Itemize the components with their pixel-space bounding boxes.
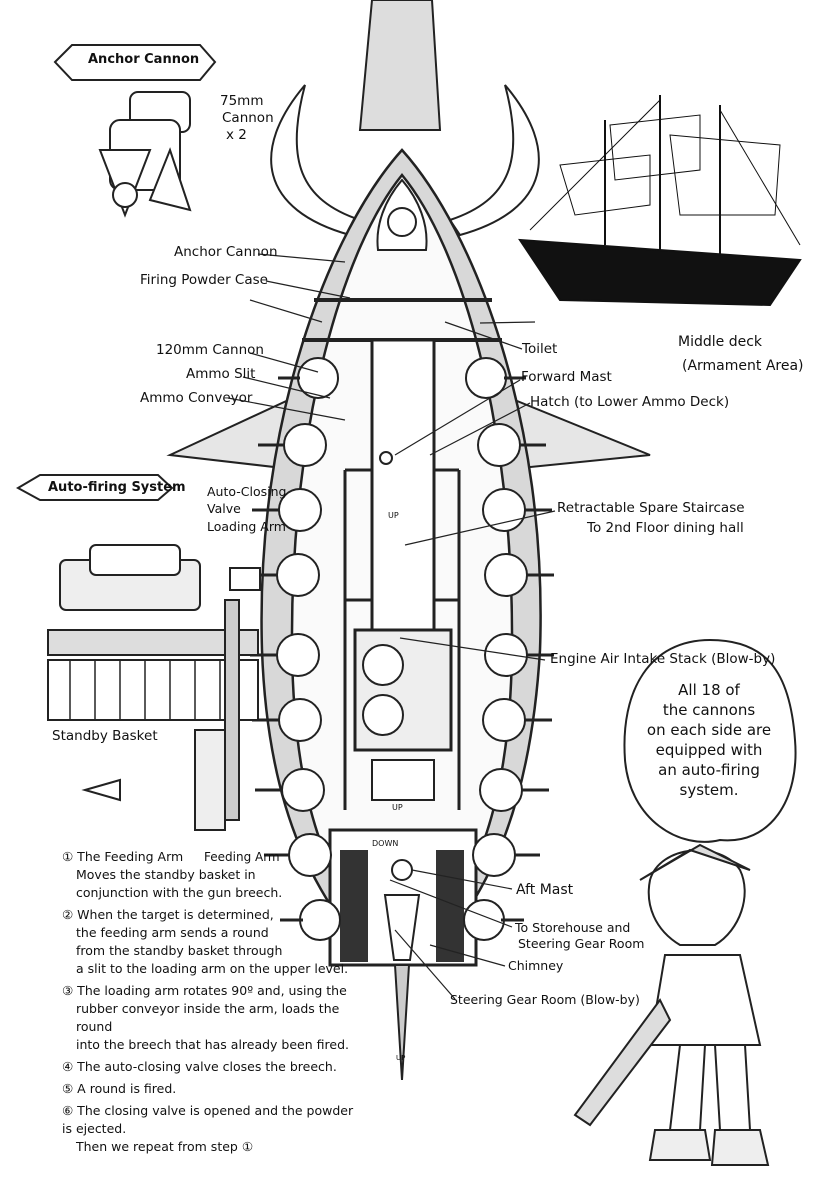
- step-5-line-1: ⑤ A round is fired.: [62, 1081, 177, 1096]
- anchor-cannon-title: Anchor Cannon: [88, 52, 200, 67]
- anchor-note-2: Cannon: [222, 110, 274, 126]
- standby-basket-label: Standby Basket: [52, 728, 158, 744]
- step-3-line-2: rubber conveyor inside the arm, loads th…: [76, 1001, 340, 1034]
- step-3-line-3: into the breech that has already been fi…: [76, 1037, 349, 1052]
- auto-closing-label: Auto-Closing: [207, 484, 287, 499]
- callout-anchor-cannon: Anchor Cannon: [174, 244, 278, 260]
- step-6-line-1: ⑥ The closing valve is opened and the po…: [62, 1103, 354, 1136]
- callout-toilet: Toilet: [522, 341, 558, 357]
- deck-caption-2: (Armament Area): [682, 358, 804, 374]
- bubble-line-2: the cannons: [662, 701, 756, 719]
- bubble-line-1: All 18 of: [678, 681, 740, 699]
- step-1-line-3: conjunction with the gun breech.: [76, 885, 283, 900]
- plan-mark-up-3: UP: [396, 1054, 406, 1062]
- step-2: ② When the target is determined, the fee…: [62, 906, 362, 978]
- step-6: ⑥ The closing valve is opened and the po…: [62, 1102, 362, 1156]
- central-corridor: [370, 338, 436, 632]
- step-2-line-2: the feeding arm sends a round: [76, 925, 269, 940]
- callout-dining-hall: To 2nd Floor dining hall: [587, 520, 744, 536]
- step-1-line-1: ① The Feeding Arm: [62, 849, 184, 864]
- anchor-note-3: x 2: [226, 127, 247, 143]
- callout-aft-mast: Aft Mast: [516, 882, 574, 898]
- galleon-illustration: [518, 95, 802, 307]
- step-2-line-4: a slit to the loading arm on the upper l…: [76, 961, 349, 976]
- right-horn: [448, 84, 540, 237]
- step-3-line-1: ③ The loading arm rotates 90º and, using…: [62, 983, 347, 998]
- callout-ammo-conveyor: Ammo Conveyor: [140, 390, 253, 406]
- callout-steering-gear-room: Steering Gear Room: [518, 936, 645, 951]
- bubble-line-3: on each side are: [646, 721, 772, 739]
- loading-arm-label: Loading Arm: [207, 519, 286, 534]
- anchor-note-1: 75mm: [220, 93, 264, 109]
- bubble-line-6: system.: [679, 781, 739, 799]
- callout-engine-air-intake: Engine Air Intake Stack (Blow-by): [550, 651, 776, 667]
- deck-caption-1: Middle deck: [678, 334, 762, 350]
- plan-mark-up-1: UP: [388, 511, 399, 520]
- bubble-line-5: an auto-firing: [658, 761, 760, 779]
- engine-room: [353, 628, 453, 752]
- step-6-line-2: Then we repeat from step ①: [76, 1139, 254, 1154]
- plan-mark-down: DOWN: [372, 839, 399, 848]
- anchor-cannon-inset: [53, 44, 217, 218]
- valve-label: Valve: [207, 501, 241, 516]
- callout-chimney: Chimney: [508, 958, 564, 973]
- callout-retractable-staircase: Retractable Spare Staircase: [557, 500, 745, 516]
- gun-barrels: [250, 376, 554, 922]
- step-2-line-1: ② When the target is determined,: [62, 907, 274, 922]
- procedure-steps: ① The Feeding Arm Moves the standby bask…: [62, 848, 362, 1160]
- left-horn: [270, 84, 362, 237]
- step-1-line-2: Moves the standby basket in: [76, 867, 256, 882]
- leader-lines: [227, 253, 556, 1000]
- callout-storehouse: To Storehouse and: [515, 920, 631, 935]
- speech-bubble: [623, 638, 797, 843]
- character-illustration: [573, 843, 770, 1166]
- auto-firing-title: Auto-firing System: [48, 480, 186, 495]
- bubble-line-4: equipped with: [655, 741, 763, 759]
- rudder-tail: [393, 964, 411, 1081]
- step-2-line-3: from the standby basket through: [76, 943, 283, 958]
- auto-firing-inset: [15, 474, 261, 831]
- callout-steering-gear-blowby: Steering Gear Room (Blow-by): [450, 992, 640, 1007]
- speech-bubble-text: All 18 of the cannons on each side are e…: [634, 680, 784, 800]
- forward-mast: [379, 451, 393, 465]
- callout-120mm-cannon: 120mm Cannon: [156, 342, 264, 358]
- plan-mark-up-2: UP: [392, 803, 403, 812]
- callout-ammo-slit: Ammo Slit: [186, 366, 256, 382]
- callout-hatch: Hatch (to Lower Ammo Deck): [530, 394, 730, 410]
- cannon-turrets-left: [276, 357, 341, 941]
- step-4-line-1: ④ The auto-closing valve closes the bree…: [62, 1059, 337, 1074]
- step-1: ① The Feeding Arm Moves the standby bask…: [62, 848, 362, 902]
- callout-forward-mast: Forward Mast: [521, 369, 612, 385]
- callout-firing-powder-case: Firing Powder Case: [140, 272, 268, 288]
- step-4: ④ The auto-closing valve closes the bree…: [62, 1058, 362, 1076]
- feeding-arm-label: Feeding Arm: [204, 850, 280, 864]
- step-3: ③ The loading arm rotates 90º and, using…: [62, 982, 362, 1054]
- bowsprit: [358, 0, 442, 131]
- step-5: ⑤ A round is fired.: [62, 1080, 362, 1098]
